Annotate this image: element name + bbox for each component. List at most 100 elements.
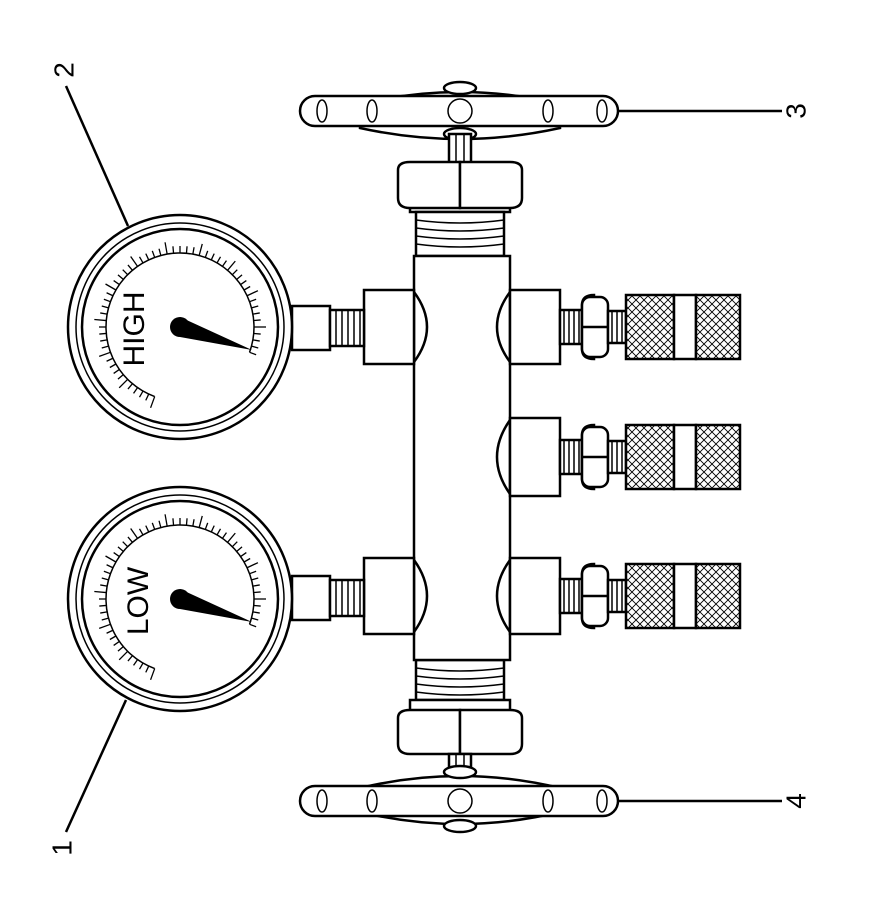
gauge-tick — [204, 522, 209, 530]
gauge-tick — [231, 269, 238, 276]
gauge-tick — [236, 274, 243, 280]
gauge-tick — [216, 256, 222, 264]
high-gauge-needle — [180, 317, 252, 350]
gauge-tick — [164, 242, 168, 255]
gauge-tick — [249, 351, 257, 356]
gauge-arc — [105, 524, 255, 670]
high-gauge-label: HIGH — [118, 292, 151, 367]
gauge-tick — [127, 536, 133, 543]
gauge-tick — [98, 623, 111, 630]
hose-fitting — [558, 562, 742, 630]
gauge-tick — [127, 264, 133, 271]
right-port-lower — [495, 556, 562, 636]
gauge-tick — [251, 305, 259, 309]
callout-4-label: 4 — [780, 793, 811, 809]
gauge-tick — [145, 665, 150, 673]
gauge-tick — [113, 368, 120, 374]
gauge-tick — [100, 584, 108, 587]
callout-2: 2 — [48, 62, 130, 227]
gauge-tick — [127, 655, 133, 662]
gauge-tick — [117, 374, 124, 380]
gauge-tick — [246, 562, 259, 569]
gauge-tick — [249, 623, 257, 628]
gauge-tick — [117, 274, 124, 280]
callout-1-label: 1 — [46, 840, 77, 856]
gauge-tick — [94, 318, 107, 322]
gauge-tick — [151, 250, 156, 258]
gauge-tick — [198, 515, 203, 528]
low-gauge-needle — [180, 589, 252, 622]
gauge-tick — [253, 319, 261, 322]
gauge-tick — [122, 541, 129, 548]
gauge-tick — [249, 298, 257, 303]
gauge-tick — [113, 552, 120, 558]
callout-3-label: 3 — [780, 103, 811, 119]
gauge-tick — [227, 532, 236, 543]
gauge-tick — [138, 256, 144, 264]
gauge-tick — [100, 611, 108, 614]
gauge-tick — [113, 280, 120, 286]
gauge-tick — [117, 546, 124, 552]
gauge-tick — [192, 519, 195, 527]
gauge-tick — [204, 250, 209, 258]
gauge-tick — [243, 285, 251, 291]
gauge-tick — [149, 396, 156, 409]
gauge-tick — [164, 514, 168, 527]
gauge-tick — [253, 591, 261, 594]
gauge-tick — [113, 640, 120, 646]
hose-fitting — [558, 293, 742, 361]
gauge-tick — [227, 260, 236, 271]
right-port-upper — [495, 288, 562, 366]
gauge-tick — [122, 269, 129, 276]
gauge-tick — [101, 345, 109, 349]
gauge-tick — [240, 280, 247, 286]
gauge-tick — [249, 570, 257, 575]
gauge-tick — [236, 546, 243, 552]
gauge-tick — [240, 552, 247, 558]
low-gauge-label: LOW — [122, 566, 155, 635]
gauge-tick — [192, 247, 195, 255]
gauge-tick — [127, 383, 133, 390]
gauge-tick — [138, 528, 144, 536]
gauge-tick — [252, 339, 260, 342]
gauge-tick — [231, 541, 238, 548]
gauge-tick — [151, 522, 156, 530]
gauge-tick — [101, 305, 109, 309]
gauge-tick — [106, 357, 114, 362]
gauge-tick — [106, 564, 114, 569]
callout-4: 4 — [618, 793, 811, 809]
gauge-tick — [252, 611, 260, 614]
gauge-tick — [99, 604, 107, 607]
gauge-tick — [172, 518, 175, 526]
gauge-tick — [253, 332, 261, 335]
gauge-tick — [103, 570, 111, 575]
low-pressure-gauge: LOW — [66, 485, 294, 713]
gauge-tick — [138, 390, 144, 398]
gauge-tick — [185, 518, 188, 526]
left-port-upper — [362, 288, 429, 366]
gauge-tick — [100, 339, 108, 342]
gauge-tick — [94, 590, 107, 594]
gauge-tick — [138, 662, 144, 670]
gauge-tick — [246, 290, 259, 297]
top-valve-handwheel — [298, 80, 620, 258]
gauge-tick — [172, 246, 175, 254]
high-gauge-scale — [94, 242, 266, 409]
gauge-tick — [109, 635, 117, 641]
gauge-tick — [251, 617, 259, 621]
gauge-tick — [145, 253, 150, 261]
gauge-tick — [185, 246, 188, 254]
gauge-tick — [145, 525, 150, 533]
gauge-tick — [252, 584, 260, 587]
gauge-tick — [98, 351, 111, 358]
gauge-tick — [105, 283, 117, 291]
callout-1: 1 — [46, 699, 128, 856]
gauge-tick — [103, 298, 111, 303]
gauge-tick — [117, 646, 124, 652]
gauge-tick — [158, 248, 162, 256]
gauge-tick — [99, 332, 107, 335]
gauge-tick — [106, 292, 114, 297]
gauge-tick — [252, 312, 260, 315]
